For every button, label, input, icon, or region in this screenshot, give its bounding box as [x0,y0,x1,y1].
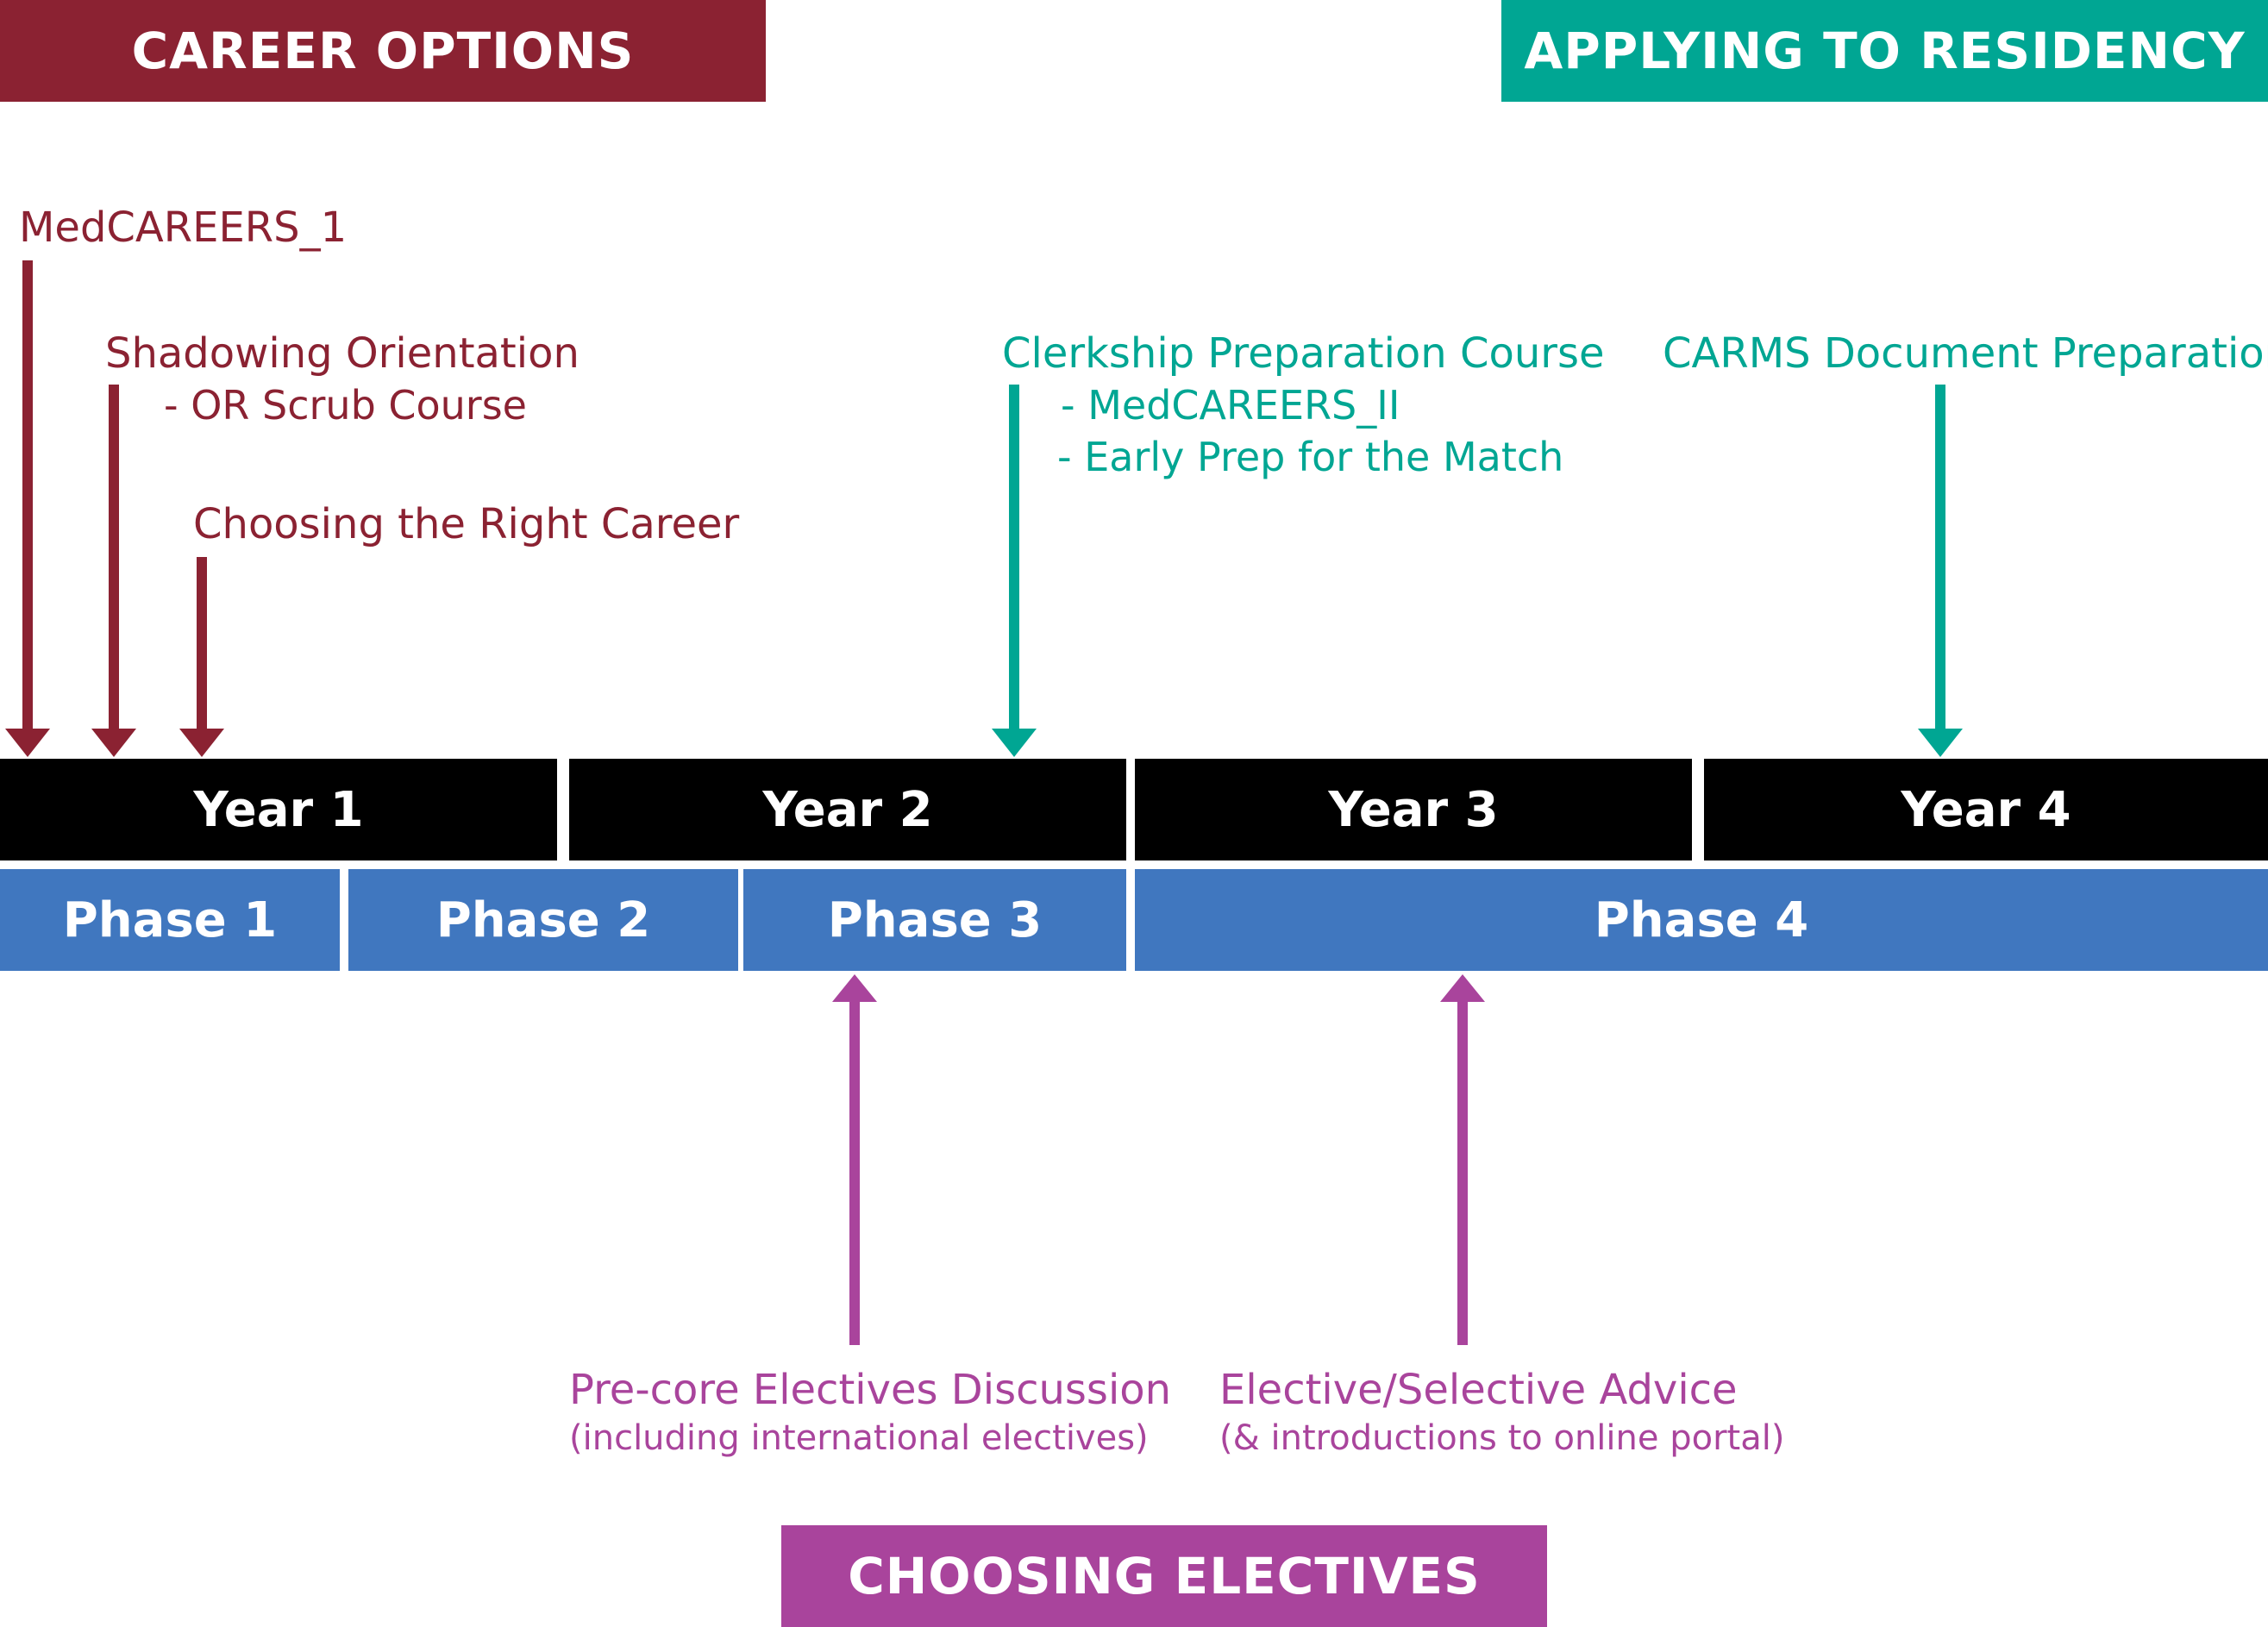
phase-2-block: Phase 2 [348,869,738,971]
choosing-right-career-arrow [179,557,224,757]
shadowing-orientation-arrow [91,385,136,757]
year-2-block: Year 2 [569,759,1126,860]
year-3-block: Year 3 [1135,759,1692,860]
precore-electives-sub: (including international electives) [569,1418,1149,1458]
choosing-electives-header: CHOOSING ELECTIVES [781,1525,1547,1627]
medcareers-1-label: MedCAREERS_1 [19,203,348,252]
elective-advice-arrow [1440,974,1485,1345]
or-scrub-course-label: - OR Scrub Course [164,382,527,429]
elective-advice-sub: (& introductions to online portal) [1219,1418,1785,1458]
phase-3-block: Phase 3 [743,869,1126,971]
precore-electives-arrow [832,974,877,1345]
choosing-right-career-label: Choosing the Right Career [193,500,740,548]
applying-to-residency-header: APPLYING TO RESIDENCY [1501,0,2268,102]
elective-advice-label: Elective/Selective Advice [1219,1366,1738,1414]
carms-doc-prep-arrow [1918,385,1963,757]
year-4-block: Year 4 [1704,759,2268,860]
carms-doc-prep-label: CARMS Document Preparation [1663,329,2268,378]
medcareers-1-arrow [5,260,50,757]
phase-1-block: Phase 1 [0,869,340,971]
precore-electives-label: Pre-core Electives Discussion [569,1366,1172,1414]
medcareers-ii-label: - MedCAREERS_II [1061,382,1400,429]
year-1-block: Year 1 [0,759,557,860]
career-options-header: CAREER OPTIONS [0,0,766,102]
clerkship-prep-arrow [992,385,1037,757]
clerkship-prep-label: Clerkship Preparation Course [1002,329,1605,378]
phase-4-block: Phase 4 [1135,869,2268,971]
early-prep-label: - Early Prep for the Match [1057,434,1564,480]
shadowing-orientation-label: Shadowing Orientation [105,329,580,378]
